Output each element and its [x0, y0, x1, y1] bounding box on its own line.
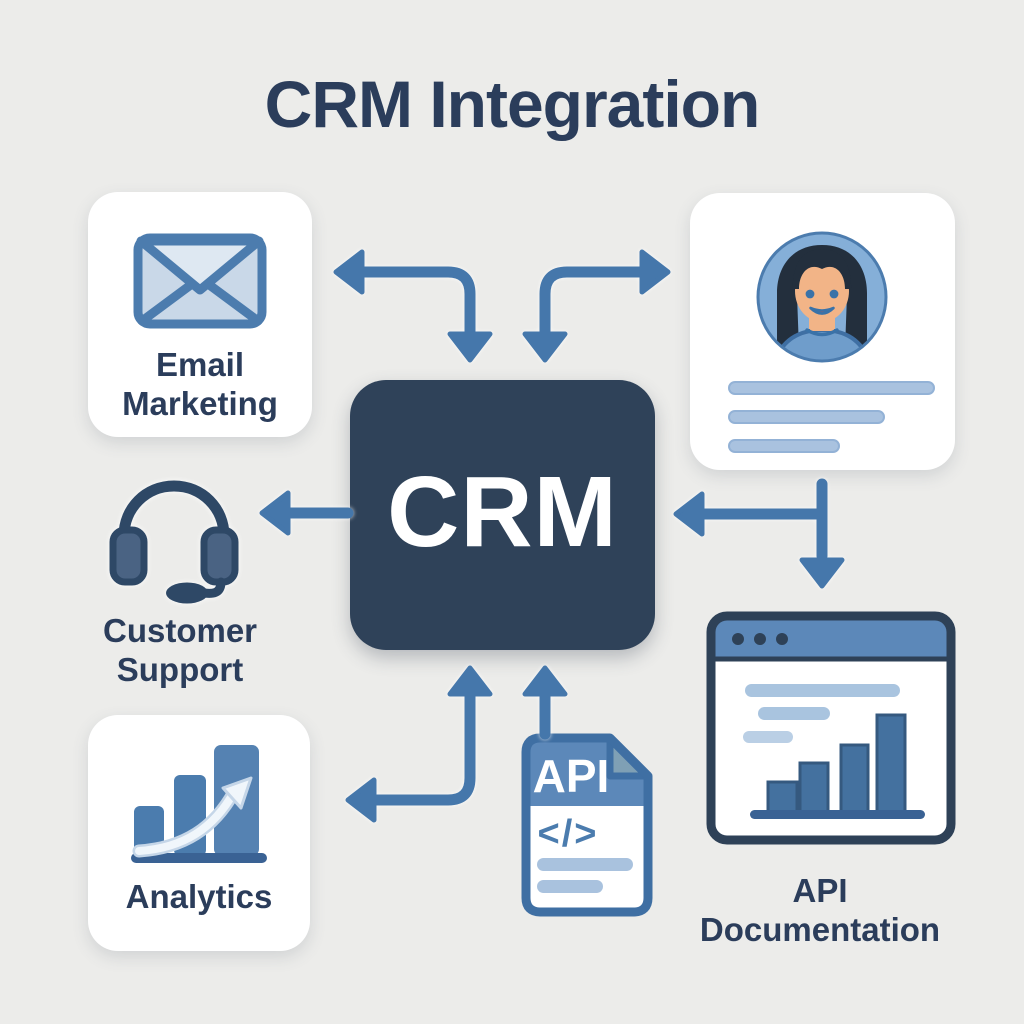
- arrowhead-right: [639, 249, 671, 295]
- diagram-title: CRM Integration: [264, 67, 761, 141]
- crm-node: CRM: [350, 380, 655, 650]
- api-file-label: API: [533, 750, 610, 802]
- code-glyph: </>: [538, 813, 599, 855]
- text-placeholder-bar: [728, 381, 935, 395]
- browser-chart-icon: [706, 611, 956, 845]
- headset-icon: [109, 480, 239, 604]
- contact-profile-card: [690, 193, 955, 470]
- arrowhead-left: [673, 491, 705, 537]
- customer-support-label: Customer Support: [102, 612, 258, 688]
- arrowhead-left: [345, 777, 377, 823]
- arrowhead-up: [522, 665, 568, 697]
- arrow-contact-crm-apidoc: [690, 478, 828, 562]
- text-placeholder-bar: [728, 410, 885, 424]
- growth-bar-chart-icon: [131, 745, 267, 863]
- arrowhead-down: [522, 331, 568, 363]
- text-placeholder-bar: [728, 439, 840, 453]
- email-marketing-label: Email Marketing: [122, 346, 278, 422]
- analytics-card: Analytics: [88, 715, 310, 951]
- arrowhead-up: [447, 665, 493, 697]
- person-avatar-icon: [756, 231, 888, 363]
- arrow-crm-contact: [539, 266, 654, 344]
- email-marketing-card: Email Marketing: [88, 192, 312, 437]
- arrowhead-down: [799, 557, 845, 589]
- arrow-crm-email: [350, 266, 476, 344]
- arrowhead-left: [333, 249, 365, 295]
- arrow-crm-analytics: [364, 684, 476, 806]
- arrowhead-left: [259, 490, 291, 536]
- envelope-icon: [133, 233, 267, 329]
- analytics-label: Analytics: [125, 878, 273, 915]
- crm-label: CRM: [387, 455, 618, 568]
- api-file-icon: API </>: [521, 733, 653, 917]
- arrowhead-down: [447, 331, 493, 363]
- api-documentation-label: API Documentation: [699, 872, 941, 948]
